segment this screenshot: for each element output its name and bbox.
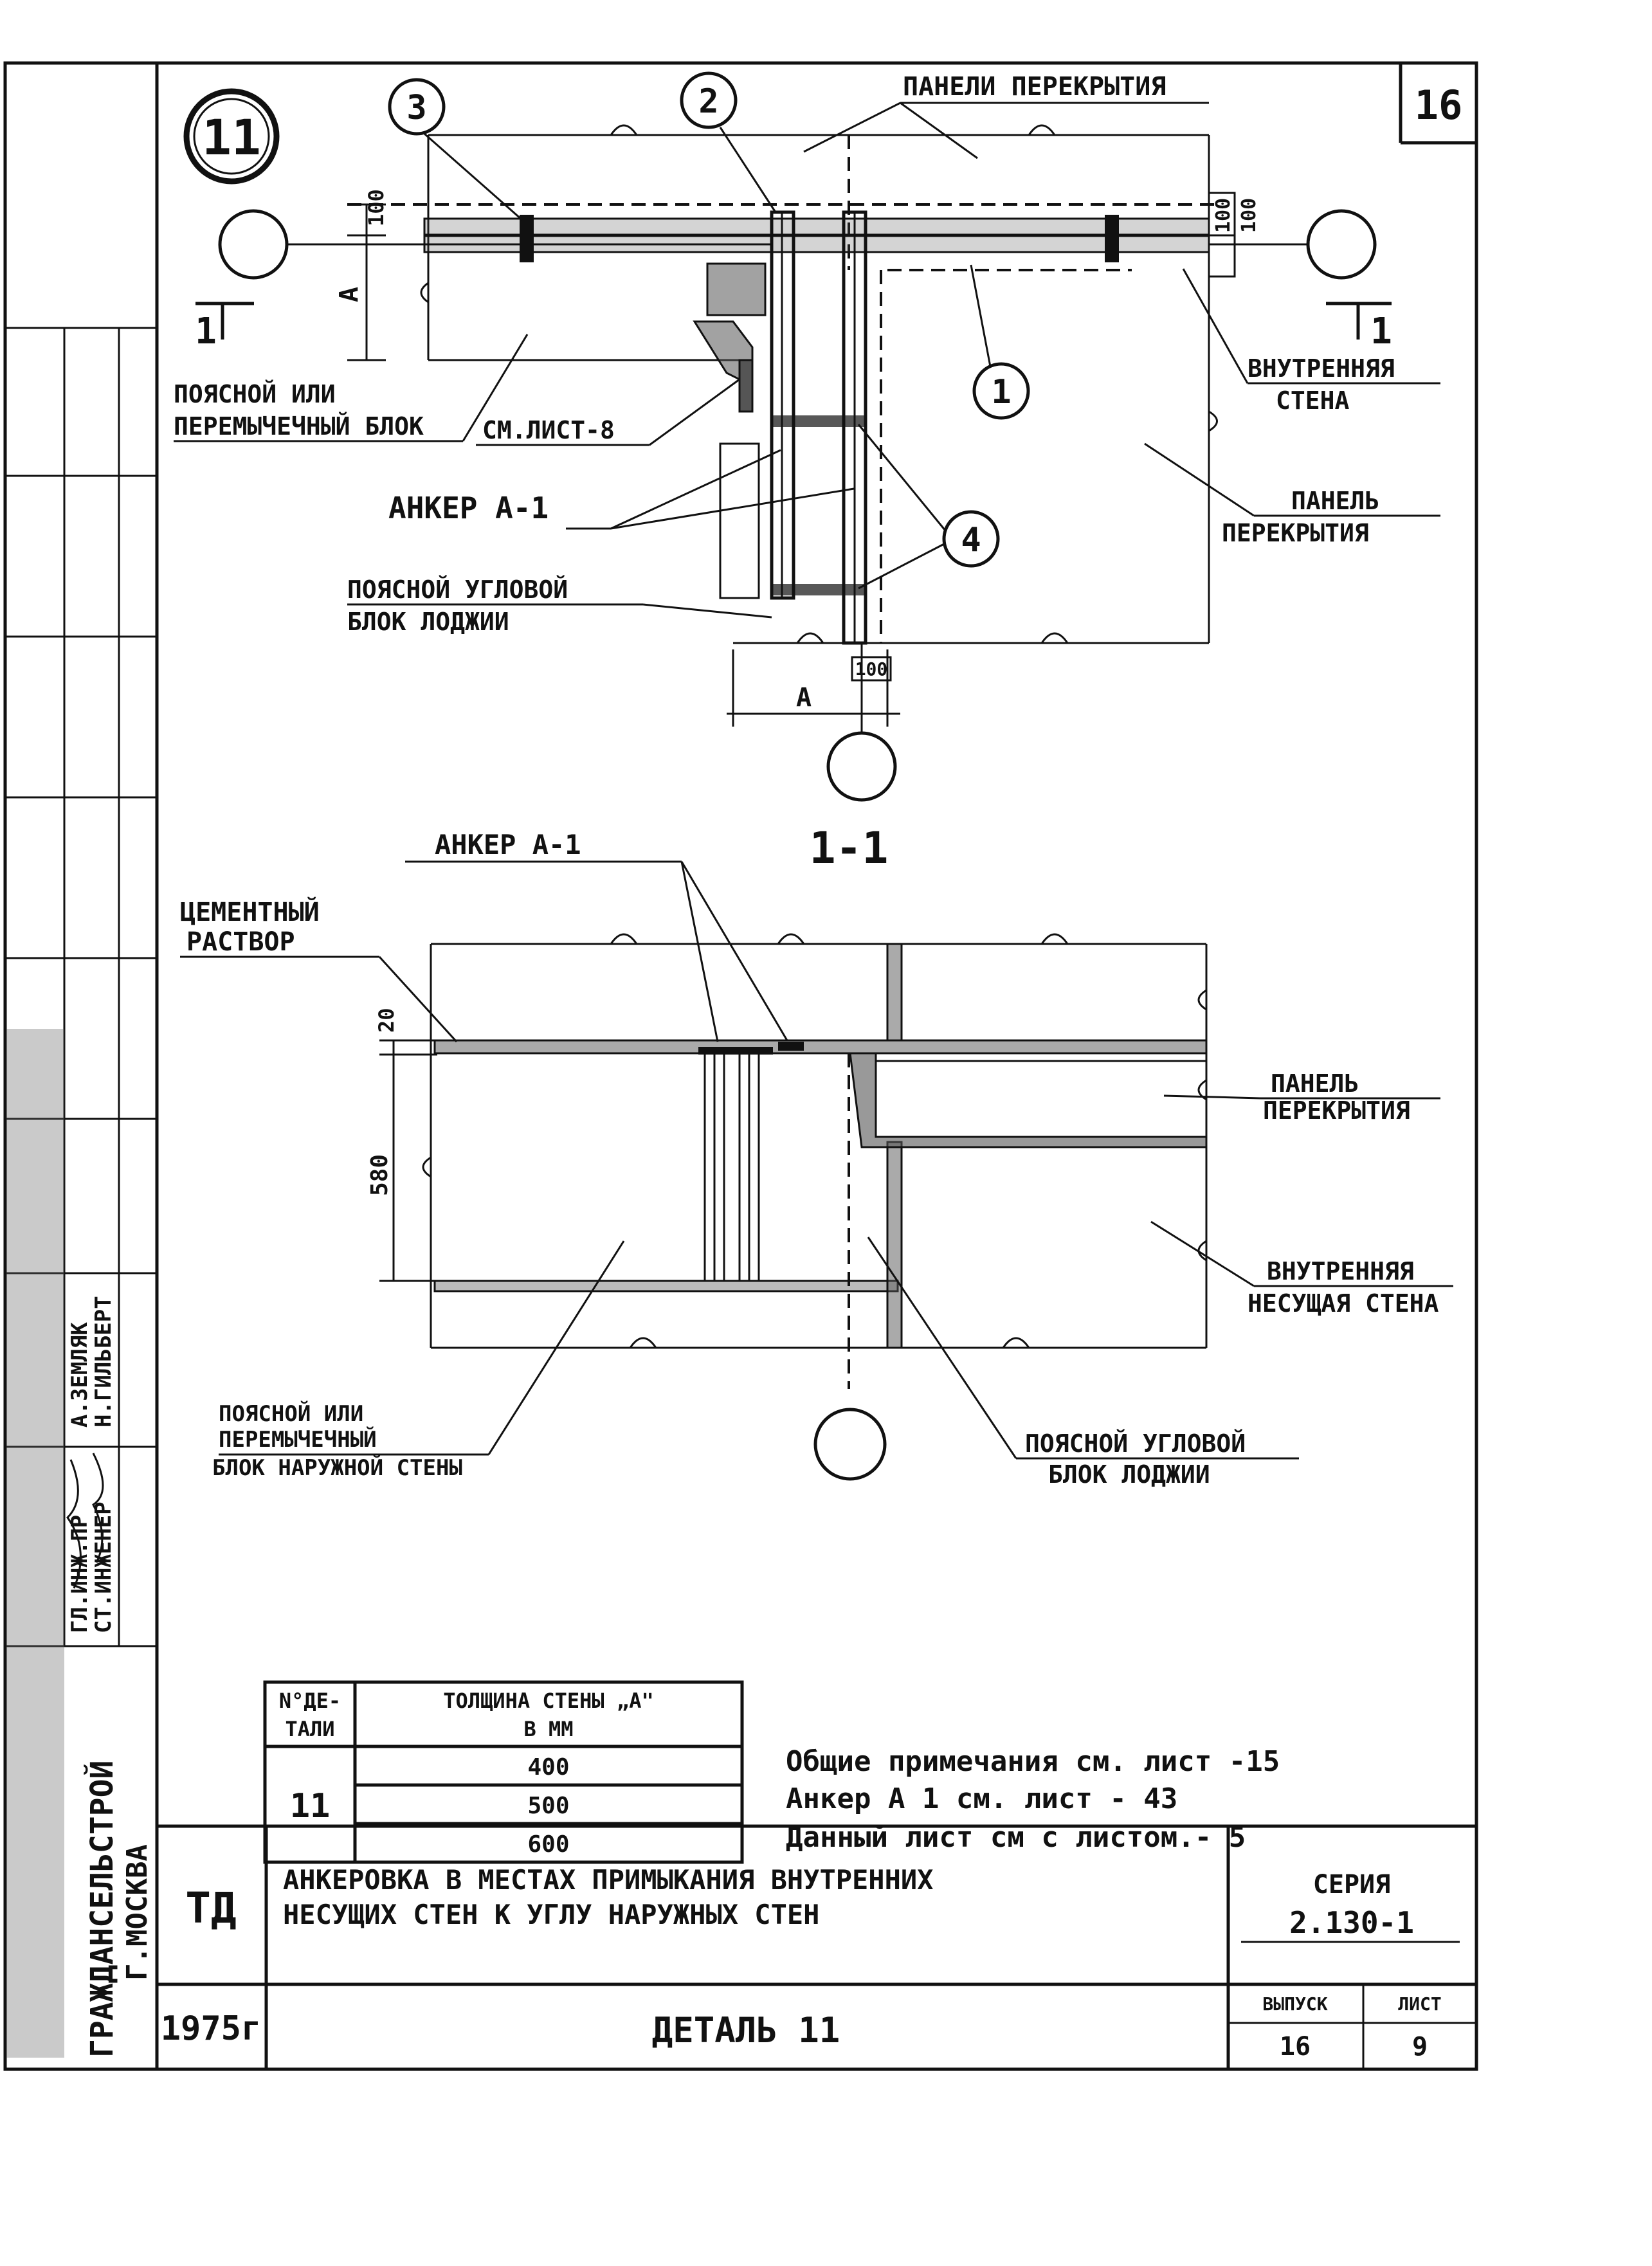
title-code: ТД	[185, 1883, 236, 1933]
section-mark-right: 1	[1370, 311, 1392, 352]
label-outer-block-2: ПЕРЕМЫЧЕЧНЫЙ	[219, 1426, 377, 1453]
plan-view: 3 2 1 4 1 1 100 А 100	[174, 71, 1440, 802]
general-notes: Общие примечания см. лист -15 Анкер А 1 …	[786, 1745, 1280, 1854]
label-corner-block-plan-2: БЛОК ЛОДЖИИ	[347, 608, 509, 636]
label-panel-section-1: ПАНЕЛЬ	[1271, 1069, 1359, 1098]
section-title: 1-1	[810, 823, 889, 874]
table-row-600: 600	[527, 1831, 569, 1858]
label-panel-section-2: ПЕРЕКРЫТИЯ	[1263, 1096, 1410, 1125]
label-corner-block-section-1: ПОЯСНОЙ УГЛОВОЙ	[1025, 1429, 1246, 1458]
note-2: Анкер А 1 см. лист - 43	[786, 1782, 1177, 1815]
label-corner-block-plan-1: ПОЯСНОЙ УГЛОВОЙ	[347, 576, 568, 604]
label-inner-wall-2: СТЕНА	[1276, 386, 1350, 415]
sheet-number: 16	[1415, 82, 1463, 129]
side-stamp: СТ.ИНЖЕНЕР ГЛ.ИНЖ.ПР Н.ГИЛЬБЕРТ А.ЗЕМЛЯК…	[5, 327, 157, 2058]
thickness-table: N°ДЕ- ТАЛИ ТОЛЩИНА СТЕНЫ „А" В ММ 11 400…	[263, 1680, 744, 1864]
stamp-role-2: ГЛ.ИНЖ.ПР	[67, 1515, 93, 1633]
dim-a-bottom: А	[796, 683, 812, 712]
callout-3	[388, 78, 446, 136]
label-mortar-2: РАСТВОР	[186, 927, 295, 957]
label-inner-wall-1: ВНУТРЕННЯЯ	[1248, 354, 1395, 383]
label-floor-panels: ПАНЕЛИ ПЕРЕКРЫТИЯ	[903, 72, 1166, 102]
note-1: Общие примечания см. лист -15	[786, 1745, 1280, 1778]
dim-a-left: А	[334, 287, 364, 302]
table-row-400: 400	[527, 1754, 569, 1781]
label-belt-block-2: ПЕРЕМЫЧЕЧНЫЙ БЛОК	[174, 412, 424, 440]
note-3: Данный лист см с листом.- 5	[786, 1821, 1246, 1854]
sheet-number-box: 16	[1399, 63, 1476, 145]
title-line-1: АНКЕРОВКА В МЕСТАХ ПРИМЫКАНИЯ ВНУТРЕННИХ	[283, 1864, 933, 1896]
table-row-500: 500	[527, 1793, 569, 1819]
label-mortar-1: ЦЕМЕНТНЫЙ	[180, 896, 320, 927]
table-header-detail-1: N°ДЕ-	[279, 1689, 341, 1713]
sheet-label: ЛИСТ	[1398, 1993, 1441, 2015]
table-header-thickness-2: В ММ	[523, 1717, 573, 1741]
callout-4	[942, 510, 1000, 568]
table-header-thickness-1: ТОЛЩИНА СТЕНЫ „А"	[443, 1689, 654, 1713]
callout-1	[972, 362, 1030, 420]
series-value: 2.130-1	[1289, 1905, 1414, 1940]
series-label: СЕРИЯ	[1313, 1870, 1390, 1899]
stamp-name-1: Н.ГИЛЬБЕРТ	[91, 1296, 116, 1428]
label-belt-block-1: ПОЯСНОЙ ИЛИ	[174, 380, 336, 408]
title-block: ТД АНКЕРОВКА В МЕСТАХ ПРИМЫКАНИЯ ВНУТРЕН…	[157, 1826, 1476, 2069]
label-corner-block-section-2: БЛОК ЛОДЖИИ	[1048, 1460, 1210, 1489]
label-outer-block-3: БЛОК НАРУЖНОЙ СТЕНЫ	[212, 1455, 462, 1481]
svg-text:3: 3	[406, 89, 426, 127]
svg-text:4: 4	[961, 521, 981, 559]
stamp-org-2: Г.МОСКВА	[121, 1844, 154, 1980]
dim-100-bottom: 100	[855, 658, 888, 680]
dim-100-right-b: 100	[1238, 198, 1260, 233]
issue-value: 16	[1280, 2032, 1311, 2062]
label-panel-plan-2: ПЕРЕКРЫТИЯ	[1222, 519, 1369, 547]
detail-title: ДЕТАЛЬ 11	[652, 2010, 840, 2051]
dim-20: 20	[374, 1008, 399, 1033]
table-header-detail-2: ТАЛИ	[285, 1717, 334, 1741]
section-mark-left: 1	[195, 311, 217, 352]
dim-580: 580	[367, 1154, 393, 1196]
label-see-sheet: СМ.ЛИСТ-8	[482, 416, 615, 444]
table-detail-number: 11	[290, 1787, 331, 1826]
section-view: 1-1 20 580	[180, 823, 1453, 1489]
svg-text:1: 1	[991, 373, 1011, 412]
label-anchor-section: АНКЕР А-1	[435, 829, 581, 860]
detail-badge-number: 11	[202, 109, 261, 166]
dim-100-left: 100	[364, 189, 388, 226]
title-line-2: НЕСУЩИХ СТЕН К УГЛУ НАРУЖНЫХ СТЕН	[283, 1899, 819, 1930]
title-year: 1975г	[161, 2009, 262, 2048]
dim-100-right-a: 100	[1212, 198, 1235, 233]
label-outer-block-1: ПОЯСНОЙ ИЛИ	[219, 1400, 363, 1427]
stamp-name-2: А.ЗЕМЛЯК	[67, 1322, 93, 1428]
stamp-role-1: СТ.ИНЖЕНЕР	[91, 1501, 116, 1633]
label-bearing-wall-2: НЕСУЩАЯ СТЕНА	[1248, 1289, 1439, 1318]
outer-frame	[3, 61, 1478, 2071]
label-bearing-wall-1: ВНУТРЕННЯЯ	[1267, 1257, 1414, 1285]
signature-icon	[92, 1453, 104, 1563]
svg-text:2: 2	[698, 82, 718, 121]
signature-icon	[66, 1459, 82, 1589]
callout-2	[680, 71, 738, 129]
sheet-value: 9	[1412, 2032, 1428, 2062]
label-anchor-plan: АНКЕР А-1	[388, 491, 549, 525]
issue-label: ВЫПУСК	[1262, 1993, 1327, 2015]
label-panel-plan-1: ПАНЕЛЬ	[1291, 487, 1379, 515]
detail-badge: 11	[183, 88, 280, 185]
stamp-org-1: ГРАЖДАНСЕЛЬСТРОЙ	[84, 1761, 120, 2058]
